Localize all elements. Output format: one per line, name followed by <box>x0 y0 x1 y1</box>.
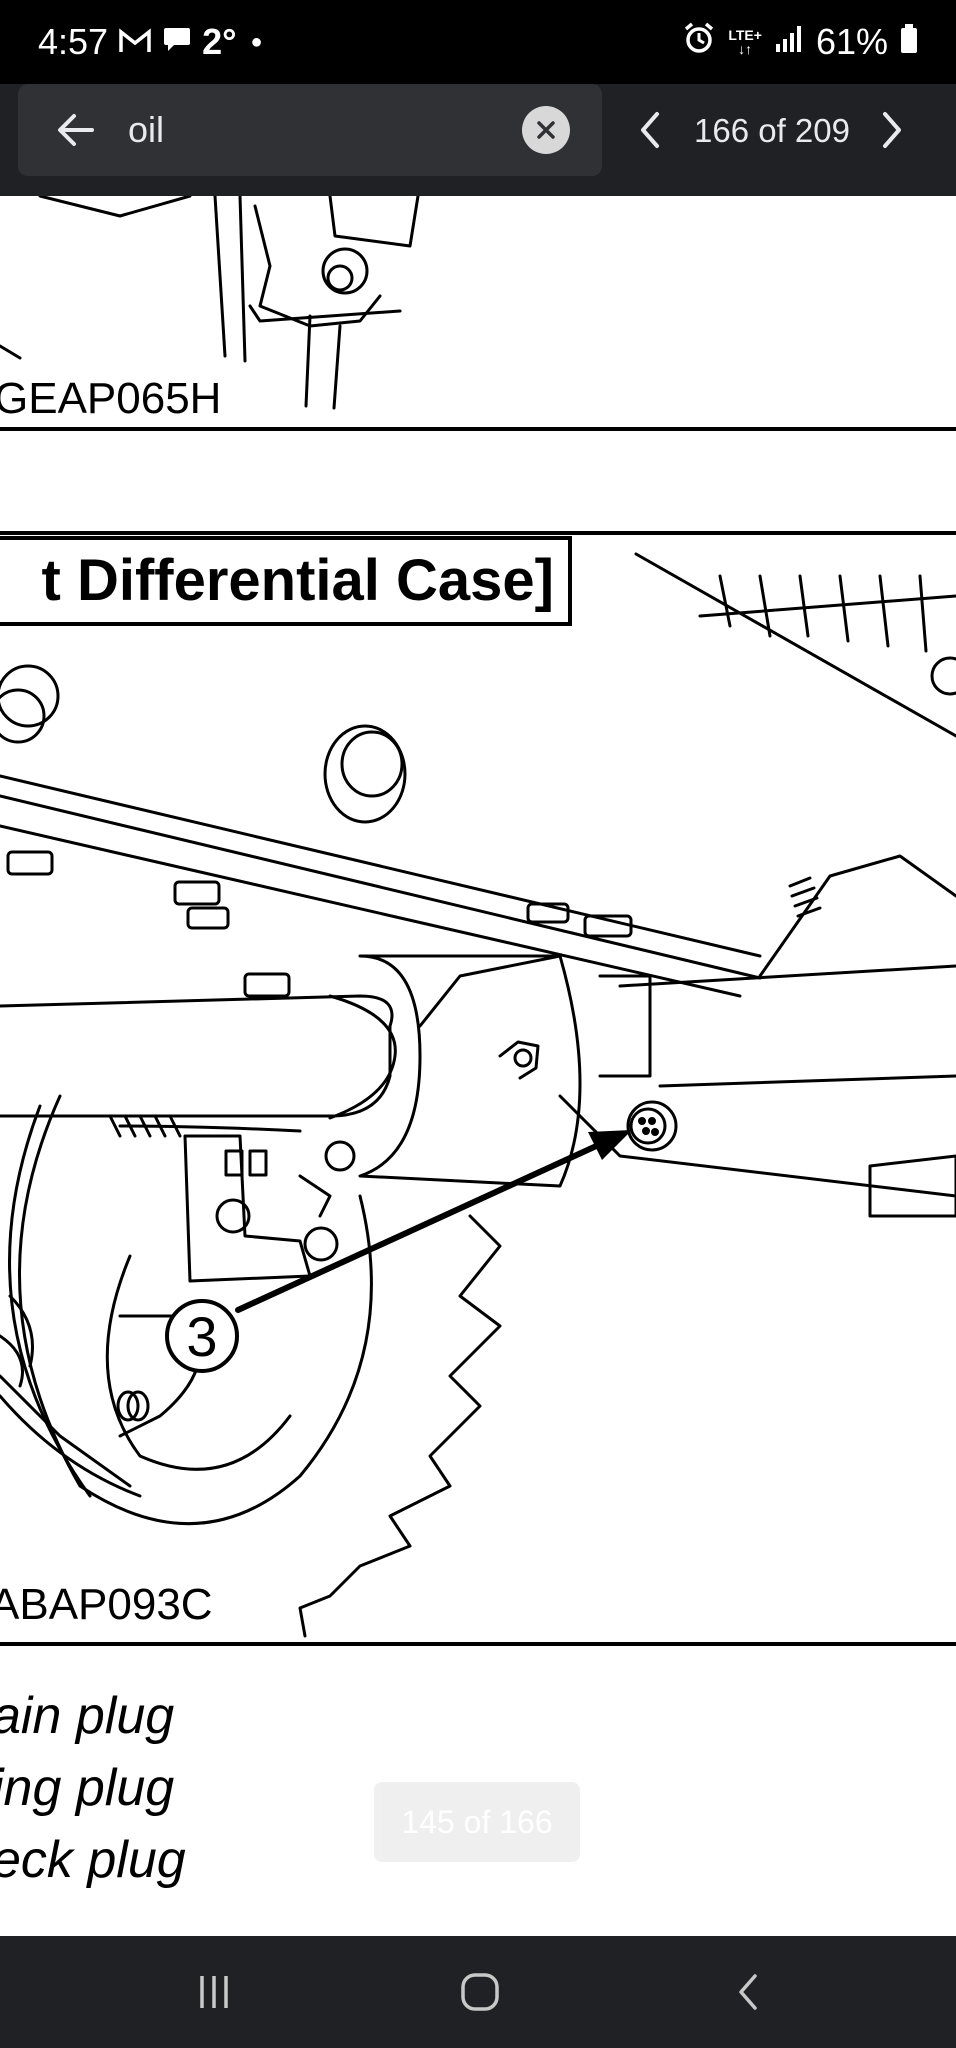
navigation-bar <box>0 1936 956 2048</box>
previous-match-button[interactable] <box>626 102 674 158</box>
gmail-icon <box>118 21 152 63</box>
home-button[interactable] <box>440 1962 520 2022</box>
close-icon <box>537 121 555 139</box>
legend-item-1: ain plug <box>0 1687 175 1745</box>
battery-percent: 61% <box>815 21 888 62</box>
search-input[interactable] <box>128 102 518 158</box>
clear-search-button[interactable] <box>522 106 570 154</box>
home-icon <box>461 1973 499 2011</box>
lte-indicator: LTE+ ↓↑ <box>728 28 762 56</box>
alarm-icon <box>682 21 716 64</box>
notification-dot-icon: ● <box>250 30 263 53</box>
recents-button[interactable] <box>174 1962 254 2022</box>
legend-item-2: ing plug <box>0 1759 175 1817</box>
nav-back-button[interactable] <box>708 1962 788 2022</box>
match-count: 166 of 209 <box>694 112 850 149</box>
battery-icon <box>900 21 918 63</box>
lower-figure <box>0 552 956 1638</box>
legend-item-3: eck plug <box>0 1831 186 1889</box>
figure-code-bottom: ABAP093C <box>0 1580 213 1629</box>
status-right: LTE+ ↓↑ 61% <box>682 18 918 66</box>
chevron-right-icon <box>883 112 901 148</box>
status-time: 4:57 <box>38 21 109 62</box>
find-in-page-toolbar: 166 of 209 <box>0 84 956 196</box>
callout-arrow <box>235 1139 608 1313</box>
chat-bubble-icon <box>162 21 192 63</box>
next-match-button[interactable] <box>868 102 916 158</box>
lte-label: LTE+ <box>728 27 762 43</box>
figure-title: t Differential Case] <box>0 536 572 626</box>
technical-drawing: 3 <box>0 196 956 1646</box>
signal-icon <box>774 21 804 63</box>
figure-code-top: GEAP065H <box>0 374 222 423</box>
arrow-left-icon <box>58 114 94 146</box>
data-arrows-icon: ↓↑ <box>738 41 753 57</box>
recents-icon <box>200 1976 228 2008</box>
status-bar: 4:57 2° ● LTE+ ↓↑ 61% <box>0 0 956 84</box>
status-temperature: 2° <box>202 21 237 62</box>
callout-circle <box>165 1299 239 1373</box>
back-chevron-icon <box>739 1974 757 2010</box>
search-box <box>18 84 602 176</box>
callout-number: 3 <box>186 1305 217 1368</box>
status-left: 4:57 2° ● <box>38 18 263 66</box>
document-page[interactable]: 3 GEAP065H t Differential Case] ABAP093C… <box>0 196 956 1936</box>
chevron-left-icon <box>641 112 659 148</box>
upper-figure <box>0 196 420 410</box>
page-indicator: 145 of 166 <box>374 1782 580 1862</box>
back-button[interactable] <box>48 102 104 158</box>
arrowhead <box>588 1130 632 1160</box>
